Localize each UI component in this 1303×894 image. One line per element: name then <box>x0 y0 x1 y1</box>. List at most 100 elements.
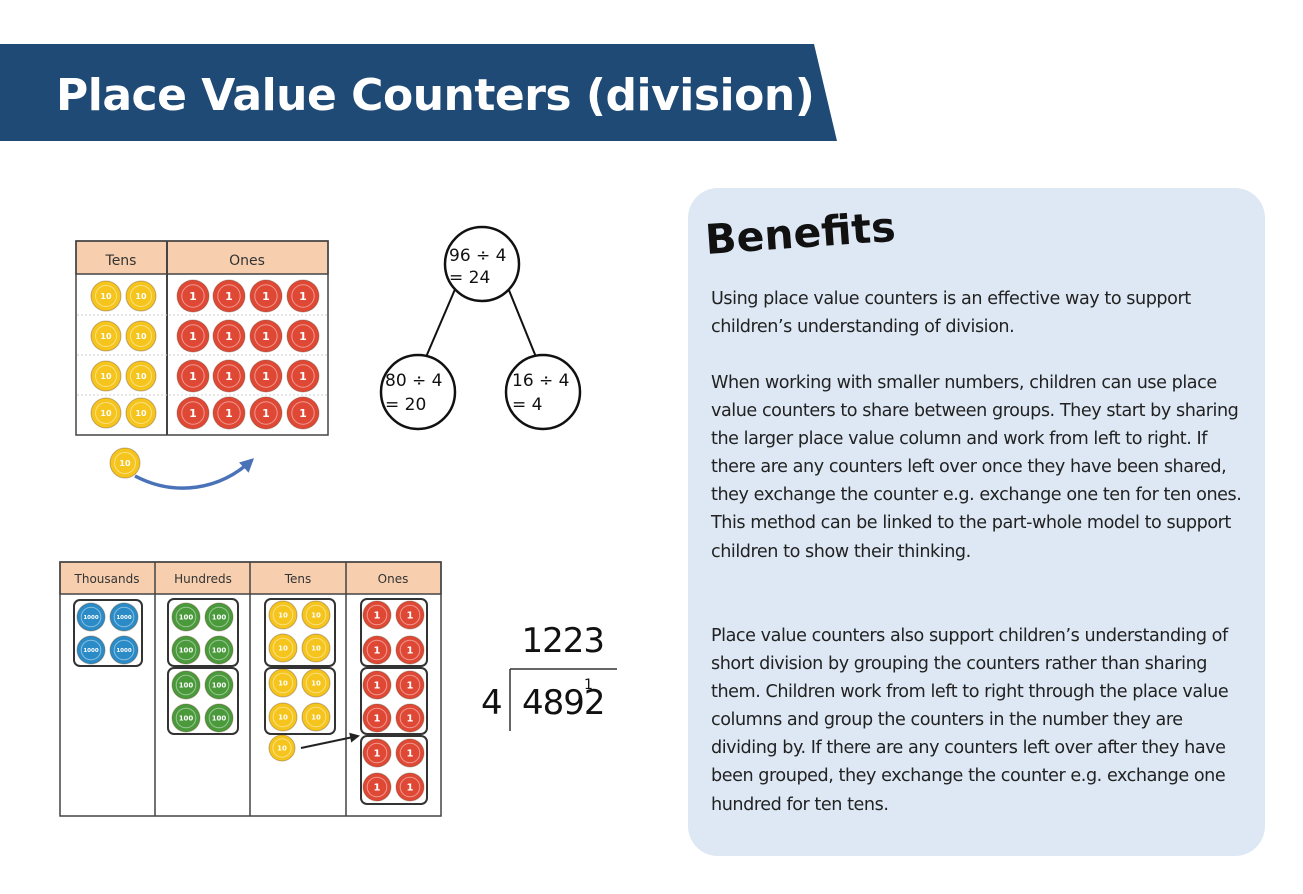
svg-text:10: 10 <box>100 409 112 418</box>
title-band <box>0 44 837 141</box>
tens-counter: 10 <box>90 397 122 429</box>
ones-counter: 1 <box>212 359 246 393</box>
whole-line-2: = 24 <box>449 268 490 288</box>
svg-text:1: 1 <box>225 370 233 383</box>
ones-counter: 1 <box>249 319 283 353</box>
grouping-header-hundreds: Hundreds <box>174 572 232 586</box>
svg-text:1000: 1000 <box>116 615 131 621</box>
tens-counter: 10 <box>301 702 331 732</box>
grouping-header-ones: Ones <box>378 572 409 586</box>
svg-text:100: 100 <box>212 647 227 655</box>
sharing-table-row-lines <box>77 314 327 396</box>
svg-text:100: 100 <box>179 715 194 723</box>
thousands-counter: 1000 <box>76 635 106 665</box>
sharing-header-tens: Tens <box>105 253 137 269</box>
tens-counter: 10 <box>301 668 331 698</box>
ones-counter: 1 <box>395 703 425 733</box>
svg-text:100: 100 <box>179 614 194 622</box>
svg-text:1: 1 <box>374 749 381 760</box>
ones-counter: 1 <box>395 670 425 700</box>
tens-counter: 10 <box>125 397 157 429</box>
tens-counter: 10 <box>90 360 122 392</box>
tens-counter: 10 <box>90 320 122 352</box>
svg-text:1: 1 <box>189 370 197 383</box>
ones-counter: 1 <box>176 279 210 313</box>
ones-counter: 1 <box>176 396 210 430</box>
svg-text:1: 1 <box>299 290 307 303</box>
ones-counter: 1 <box>362 670 392 700</box>
ones-group-box-1 <box>360 598 428 667</box>
svg-text:1: 1 <box>262 370 270 383</box>
tens-counter: 10 <box>268 600 298 630</box>
hundreds-counter: 100 <box>171 670 201 700</box>
ones-counter: 1 <box>395 635 425 665</box>
exchange-tens-counter: 10 <box>268 734 296 762</box>
svg-text:10: 10 <box>278 645 288 653</box>
svg-text:10: 10 <box>278 612 288 620</box>
thousands-group-box <box>73 599 143 667</box>
carry-digit: 1 <box>584 677 593 693</box>
ones-counter: 1 <box>362 738 392 768</box>
hundreds-counter: 100 <box>204 670 234 700</box>
svg-text:10: 10 <box>119 459 131 468</box>
svg-text:10: 10 <box>278 714 288 722</box>
svg-text:10: 10 <box>311 680 321 688</box>
tens-group-box-2 <box>264 667 336 735</box>
hundreds-counter: 100 <box>204 602 234 632</box>
svg-text:10: 10 <box>278 680 288 688</box>
svg-text:10: 10 <box>277 745 287 753</box>
svg-text:100: 100 <box>179 647 194 655</box>
svg-text:100: 100 <box>212 715 227 723</box>
svg-text:1: 1 <box>189 290 197 303</box>
tens-counter: 10 <box>301 600 331 630</box>
svg-text:100: 100 <box>212 682 227 690</box>
ones-counter: 1 <box>395 600 425 630</box>
whole-circle <box>443 225 521 303</box>
svg-text:10: 10 <box>311 714 321 722</box>
svg-text:1: 1 <box>189 330 197 343</box>
svg-text:1: 1 <box>374 714 381 725</box>
grouping-header-tens: Tens <box>284 572 312 586</box>
part-right-line-2: = 4 <box>512 395 542 415</box>
svg-text:1: 1 <box>299 330 307 343</box>
hundreds-group-box-1 <box>167 598 239 667</box>
sharing-table-frame <box>75 240 329 436</box>
tens-counter: 10 <box>125 360 157 392</box>
svg-text:1: 1 <box>225 290 233 303</box>
svg-text:1: 1 <box>374 681 381 692</box>
benefits-paragraph-1: Using place value counters is an effecti… <box>711 289 1191 338</box>
svg-text:10: 10 <box>311 645 321 653</box>
thousands-counter: 1000 <box>109 602 139 632</box>
grouping-header-thousands: Thousands <box>74 572 140 586</box>
ones-group-box-3 <box>360 735 428 805</box>
ones-counter: 1 <box>286 319 320 353</box>
ones-counter: 1 <box>212 319 246 353</box>
svg-text:1: 1 <box>407 681 414 692</box>
ones-counter: 1 <box>249 359 283 393</box>
hundreds-group-box-2 <box>167 667 239 735</box>
part-whole-model: 96 ÷ 4 = 24 80 ÷ 4 = 20 16 ÷ 4 = 4 <box>379 225 582 431</box>
ones-counter: 1 <box>395 738 425 768</box>
hundreds-counter: 100 <box>204 703 234 733</box>
svg-text:1: 1 <box>374 646 381 657</box>
ones-counter: 1 <box>362 635 392 665</box>
svg-text:1: 1 <box>262 407 270 420</box>
thousands-counter: 1000 <box>109 635 139 665</box>
svg-text:100: 100 <box>212 614 227 622</box>
part-left-line-1: 80 ÷ 4 <box>385 371 443 391</box>
svg-text:1: 1 <box>299 370 307 383</box>
svg-text:1: 1 <box>407 714 414 725</box>
ones-counter: 1 <box>212 396 246 430</box>
tens-counter: 10 <box>268 668 298 698</box>
ones-counter: 1 <box>395 772 425 802</box>
hundreds-counter: 100 <box>204 635 234 665</box>
ones-counter: 1 <box>362 703 392 733</box>
short-division: 1223 4 4892 1 <box>481 621 617 731</box>
ones-counter: 1 <box>286 279 320 313</box>
svg-text:1: 1 <box>225 407 233 420</box>
tens-counter: 10 <box>301 633 331 663</box>
svg-text:1: 1 <box>407 611 414 622</box>
